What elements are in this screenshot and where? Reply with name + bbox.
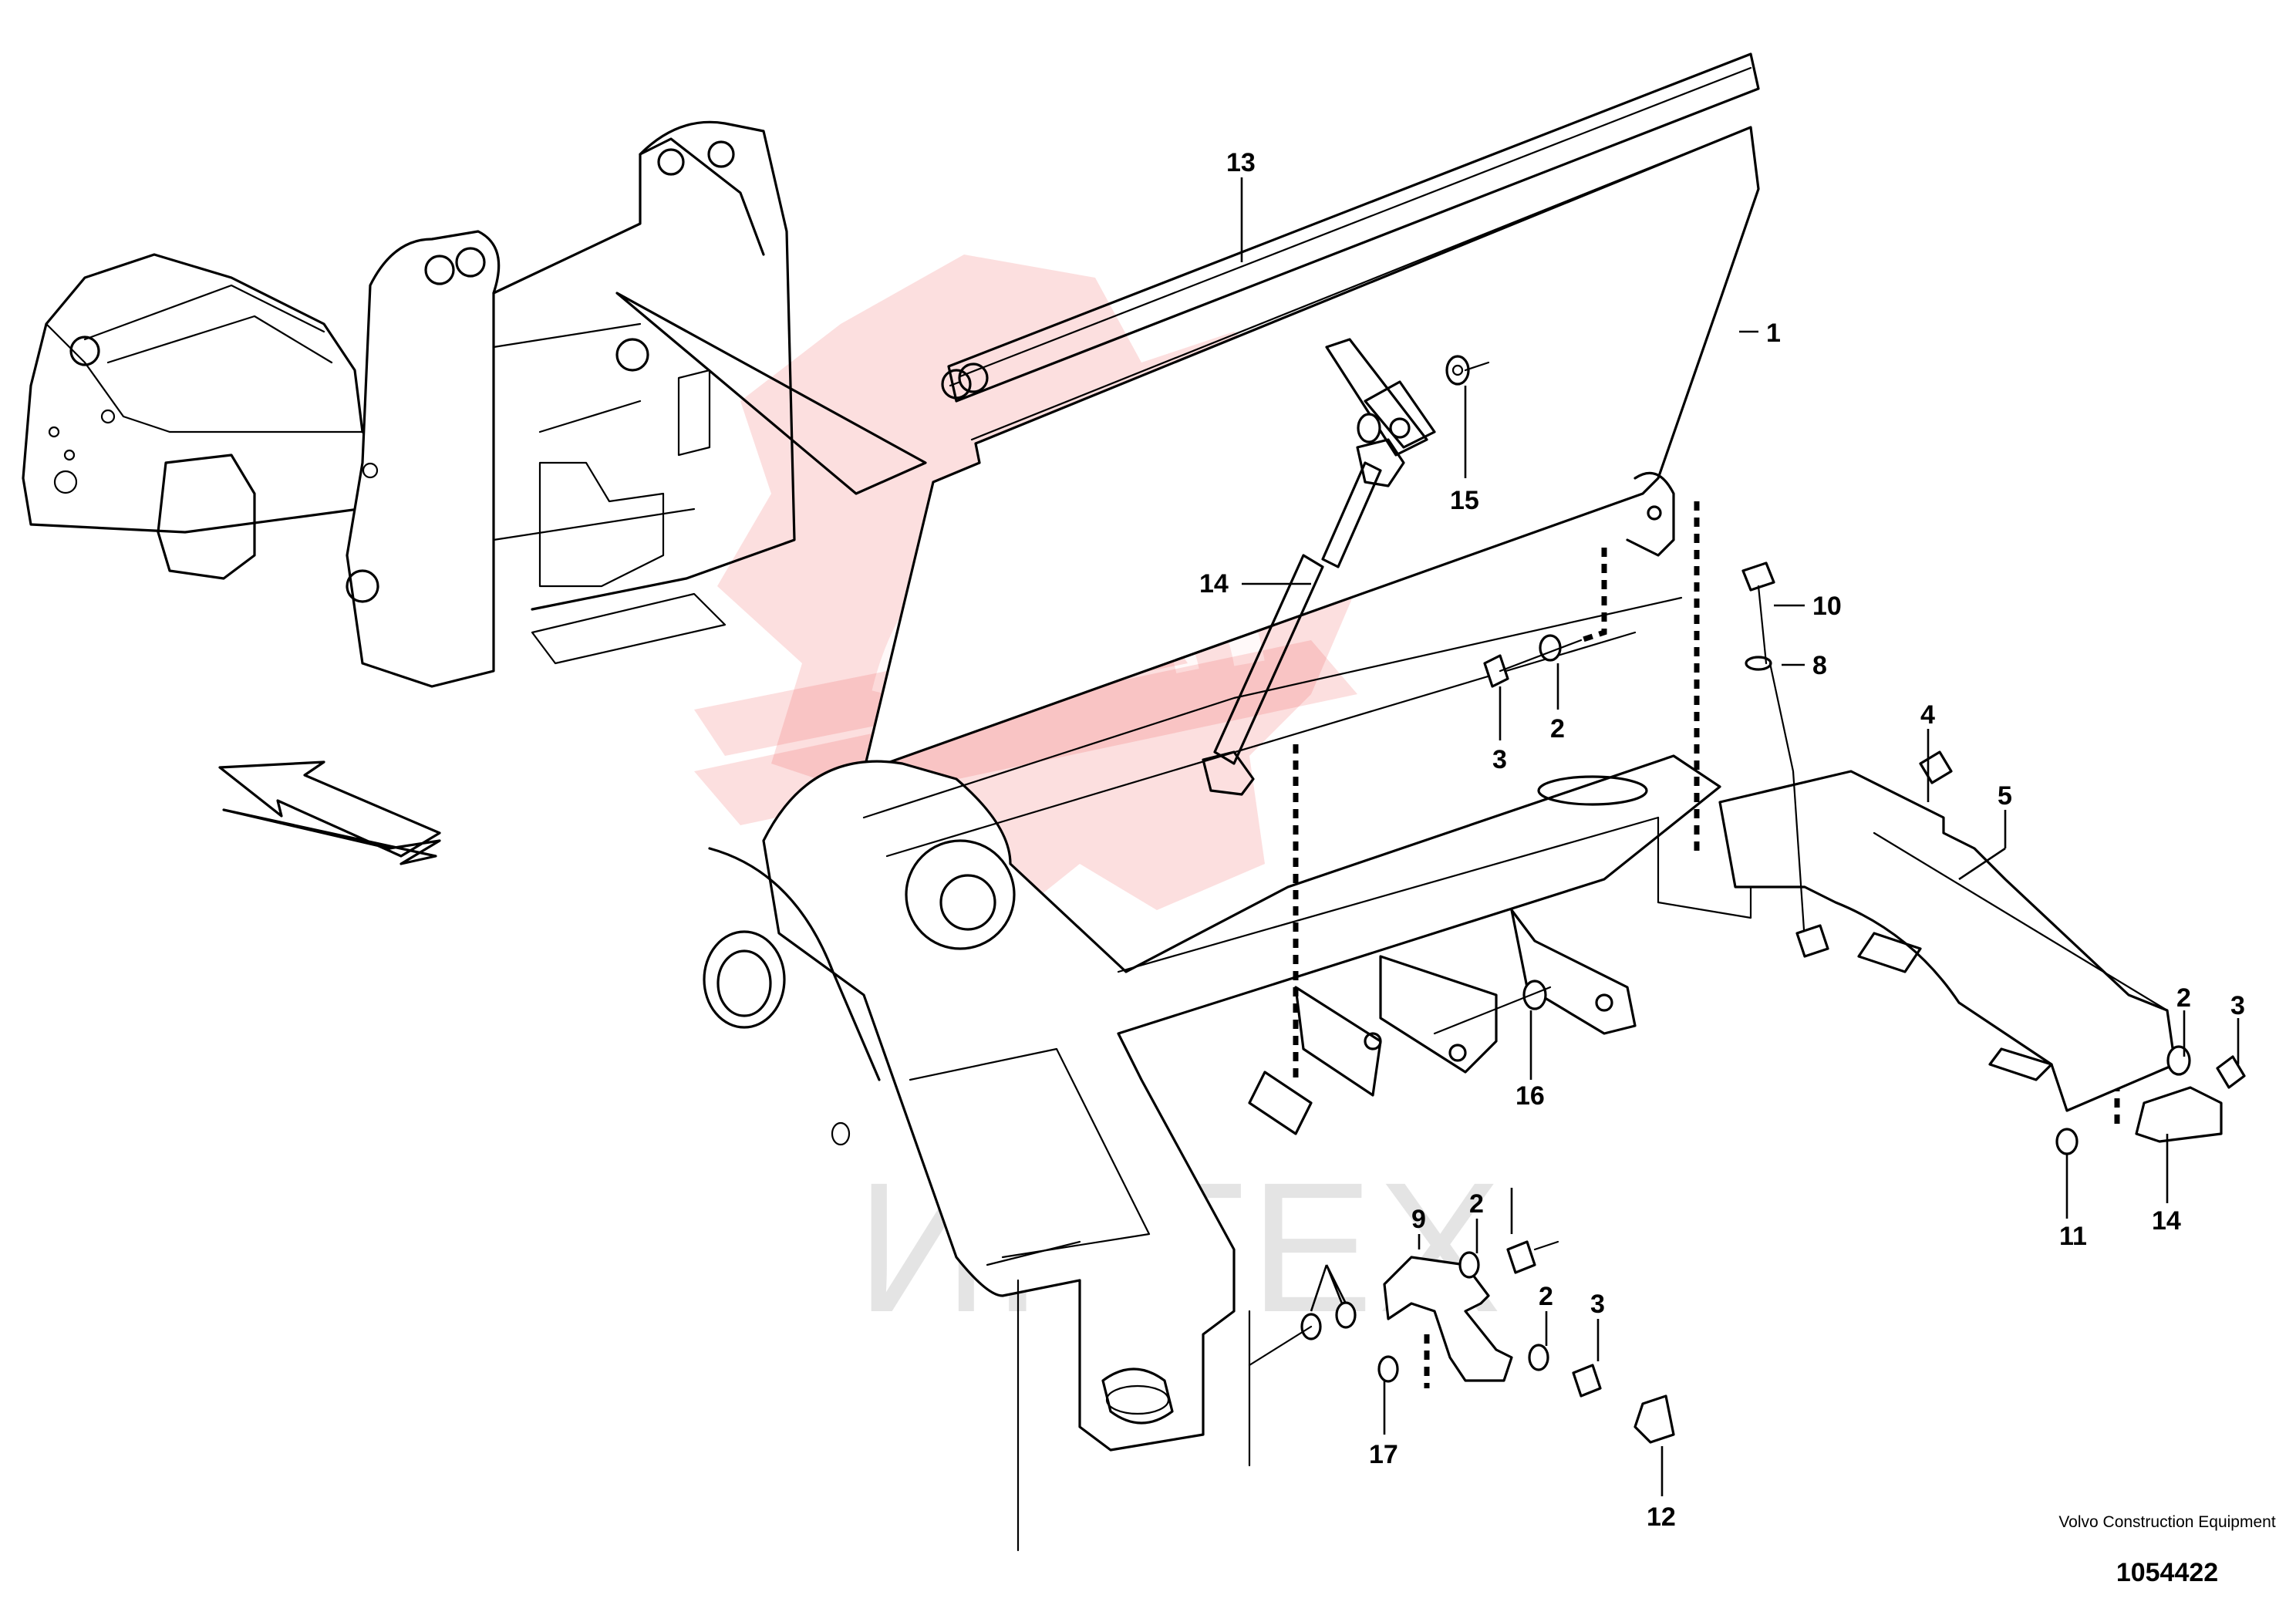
- callout-14a: 15: [1450, 486, 1479, 515]
- frame-assembly-inset: [22, 120, 927, 688]
- callout-5: 5: [1998, 781, 2012, 811]
- callout-2d: 2: [1539, 1282, 1553, 1311]
- callout-1: 1: [1766, 319, 1781, 348]
- callout-3b: 3: [2230, 991, 2245, 1020]
- callout-14b: 16: [1515, 1081, 1545, 1111]
- brand-name: Volvo Construction Equipment: [2058, 1513, 2276, 1531]
- callout-3c: 3: [1590, 1290, 1605, 1319]
- callout-2a: 2: [1550, 714, 1565, 744]
- callout-6: 8: [1812, 651, 1827, 680]
- callout-8: 10: [1812, 592, 1842, 621]
- callout-12: 14: [2152, 1206, 2181, 1236]
- callout-2c: 2: [1469, 1189, 1484, 1219]
- callouts: 13 1 15 14 10 8 2 3 4 5 2 3 16 11 14 9 2…: [1199, 148, 2245, 1532]
- callout-11: 13: [1226, 148, 1256, 177]
- callout-9: 11: [2059, 1222, 2087, 1251]
- callout-15: 17: [1369, 1440, 1398, 1469]
- callout-10: 12: [1647, 1502, 1676, 1532]
- main-assembly: [703, 52, 2246, 1552]
- callout-13: 14: [1199, 569, 1229, 599]
- leader-lines: [1240, 177, 2240, 1496]
- callout-7: 9: [1411, 1205, 1426, 1234]
- callout-2b: 2: [2176, 983, 2191, 1013]
- callout-3a: 3: [1492, 745, 1507, 774]
- direction-arrow-icon: [218, 760, 441, 865]
- callout-4: 4: [1920, 700, 1935, 730]
- document-number: 1054422: [2116, 1558, 2219, 1587]
